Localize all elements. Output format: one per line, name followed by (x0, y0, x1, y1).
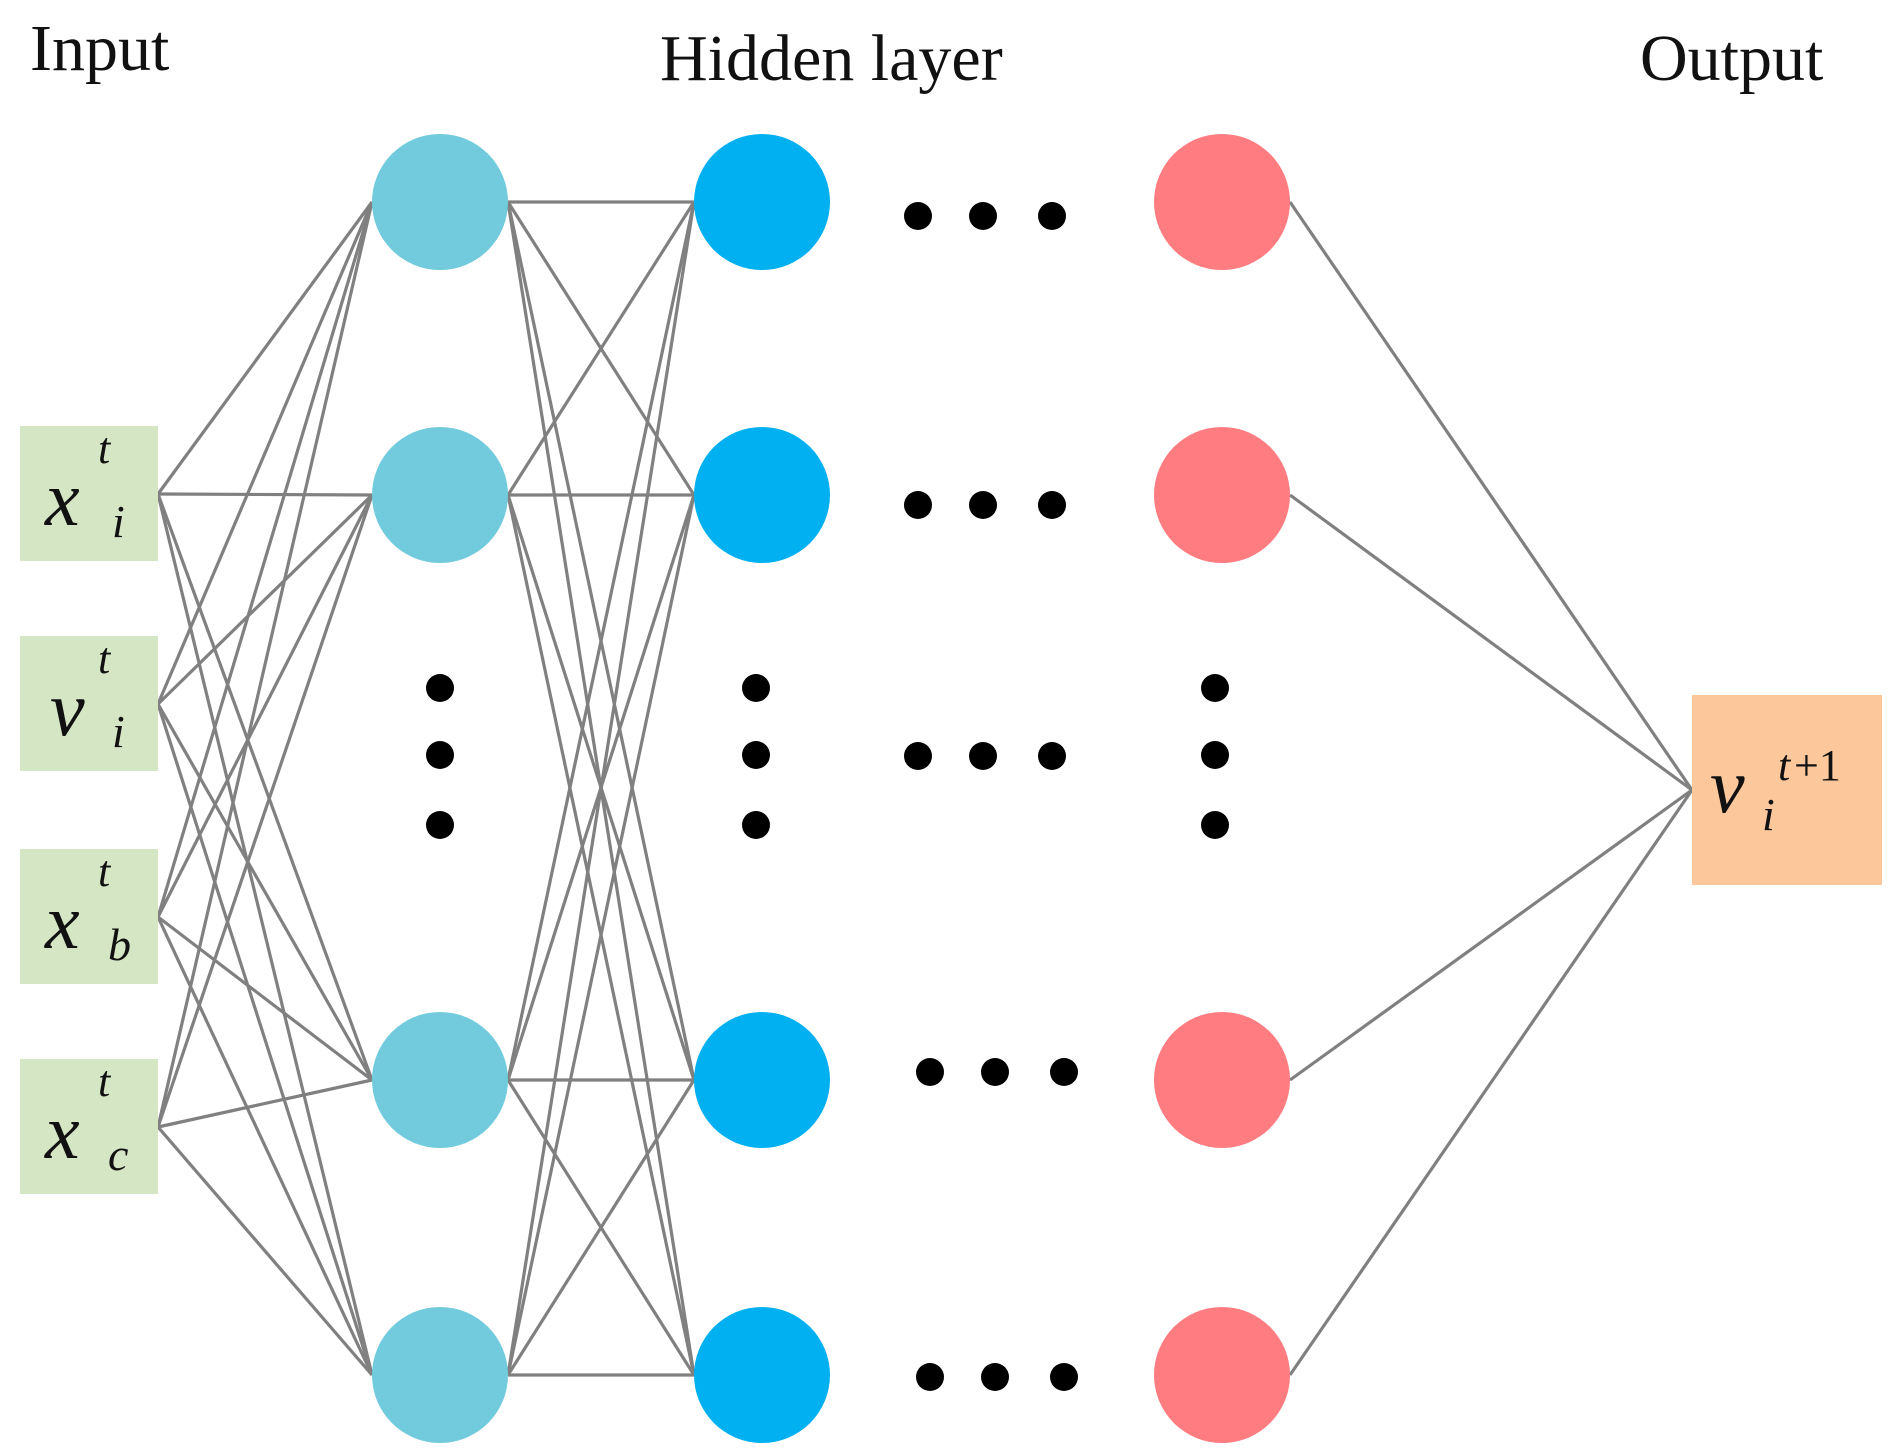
edge-layer3-to-output (1288, 201, 1694, 791)
output-sup-t: t (1778, 741, 1792, 790)
input-var: x (44, 1088, 80, 1175)
input-box (20, 1059, 158, 1194)
edge-input-to-layer1 (156, 493, 374, 706)
output-v-i-t-plus-1: v i t +1 (1692, 695, 1882, 885)
horizontal-ellipsis-dot (1038, 202, 1066, 230)
vertical-ellipsis-dot (742, 811, 770, 839)
output-box (1692, 695, 1882, 885)
input-title: Input (30, 12, 169, 85)
edge-input-to-layer1 (156, 201, 374, 1128)
layer3-node (1154, 1012, 1290, 1148)
vertical-ellipsis-dot (1201, 674, 1229, 702)
input-sup: t (98, 1057, 112, 1106)
horizontal-ellipsis-dot (1050, 1058, 1078, 1086)
input-box (20, 636, 158, 771)
layer3-node (1154, 1307, 1290, 1443)
vertical-ellipsis-dot (742, 674, 770, 702)
vertical-ellipsis-dot (742, 741, 770, 769)
edge-input-to-layer1 (156, 493, 374, 1081)
input-var: x (44, 878, 80, 965)
input-sub: c (108, 1129, 128, 1180)
edge-layer1-to-layer2 (506, 494, 696, 1376)
edge-layer3-to-output (1289, 788, 1693, 1082)
input-sub: b (108, 919, 131, 970)
input-sub: i (112, 496, 125, 547)
horizontal-ellipsis-dot (1050, 1363, 1078, 1391)
input-x-c: x t c (20, 1057, 158, 1194)
layer1-node (372, 1307, 508, 1443)
horizontal-ellipsis-dot (969, 202, 997, 230)
edge-input-to-layer1 (156, 493, 374, 1376)
hidden-layer-title: Hidden layer (660, 22, 1003, 95)
layer2-node (694, 1307, 830, 1443)
output-var: v (1710, 742, 1745, 829)
input-v-i: v t i (20, 634, 158, 771)
horizontal-ellipsis-dot (904, 491, 932, 519)
vertical-ellipsis-dot (426, 741, 454, 769)
horizontal-ellipsis-dot (916, 1058, 944, 1086)
output-sup-plus-one: +1 (1794, 741, 1841, 790)
vertical-ellipsis-dot (426, 811, 454, 839)
edge-input-to-layer1 (156, 494, 374, 1128)
edge-input-to-layer1 (156, 916, 374, 1376)
layer2-node (694, 134, 830, 270)
edge-layer1-to-layer2 (506, 201, 696, 1376)
horizontal-ellipsis-dot (981, 1058, 1009, 1086)
input-x-i: x t i (20, 424, 158, 561)
horizontal-ellipsis-dot (1038, 742, 1066, 770)
edge-layer1-to-layer2 (506, 201, 696, 1081)
input-box (20, 426, 158, 561)
vertical-ellipsis-dot (1201, 741, 1229, 769)
edge-layer3-to-output (1288, 789, 1694, 1376)
edge-input-to-layer1 (156, 201, 374, 495)
edge-layer1-to-layer2 (506, 1079, 696, 1376)
layer1-node (372, 134, 508, 270)
layer1-node (372, 1012, 508, 1148)
edge-input-to-layer1 (157, 915, 373, 1082)
horizontal-ellipsis-dot (1038, 491, 1066, 519)
horizontal-ellipsis-dot (904, 742, 932, 770)
input-box (20, 849, 158, 984)
input-sup: t (98, 634, 112, 683)
output-title: Output (1640, 22, 1823, 95)
vertical-ellipsis-dot (426, 674, 454, 702)
edge-input-to-layer1 (157, 492, 373, 497)
connection-edges (156, 200, 1694, 1377)
input-var: x (44, 455, 80, 542)
layer1-node (372, 427, 508, 563)
input-var: v (50, 665, 85, 752)
edge-input-to-layer1 (156, 494, 374, 918)
edge-input-to-layer1 (157, 1078, 373, 1129)
edge-input-to-layer1 (156, 703, 374, 1376)
edge-input-to-layer1 (156, 201, 374, 918)
horizontal-ellipsis-dot (981, 1363, 1009, 1391)
vertical-ellipsis-dot (1201, 811, 1229, 839)
edge-layer1-to-layer2 (506, 201, 696, 496)
neuron-nodes (372, 134, 1290, 1443)
ellipsis-dots (426, 202, 1229, 1391)
layer2-node (694, 1012, 830, 1148)
edge-layer3-to-output (1289, 493, 1693, 792)
horizontal-ellipsis-dot (916, 1363, 944, 1391)
horizontal-ellipsis-dot (969, 491, 997, 519)
edge-input-to-layer1 (156, 1125, 374, 1377)
input-sup: t (98, 847, 112, 896)
input-x-b: x t b (20, 847, 158, 984)
layer3-node (1154, 134, 1290, 270)
output-sub: i (1762, 789, 1775, 840)
input-sub: i (112, 706, 125, 757)
edge-input-to-layer1 (156, 201, 374, 705)
layer3-node (1154, 427, 1290, 563)
layer2-node (694, 427, 830, 563)
input-sup: t (98, 424, 112, 473)
horizontal-ellipsis-dot (969, 742, 997, 770)
edge-input-to-layer1 (156, 703, 374, 1081)
horizontal-ellipsis-dot (904, 202, 932, 230)
